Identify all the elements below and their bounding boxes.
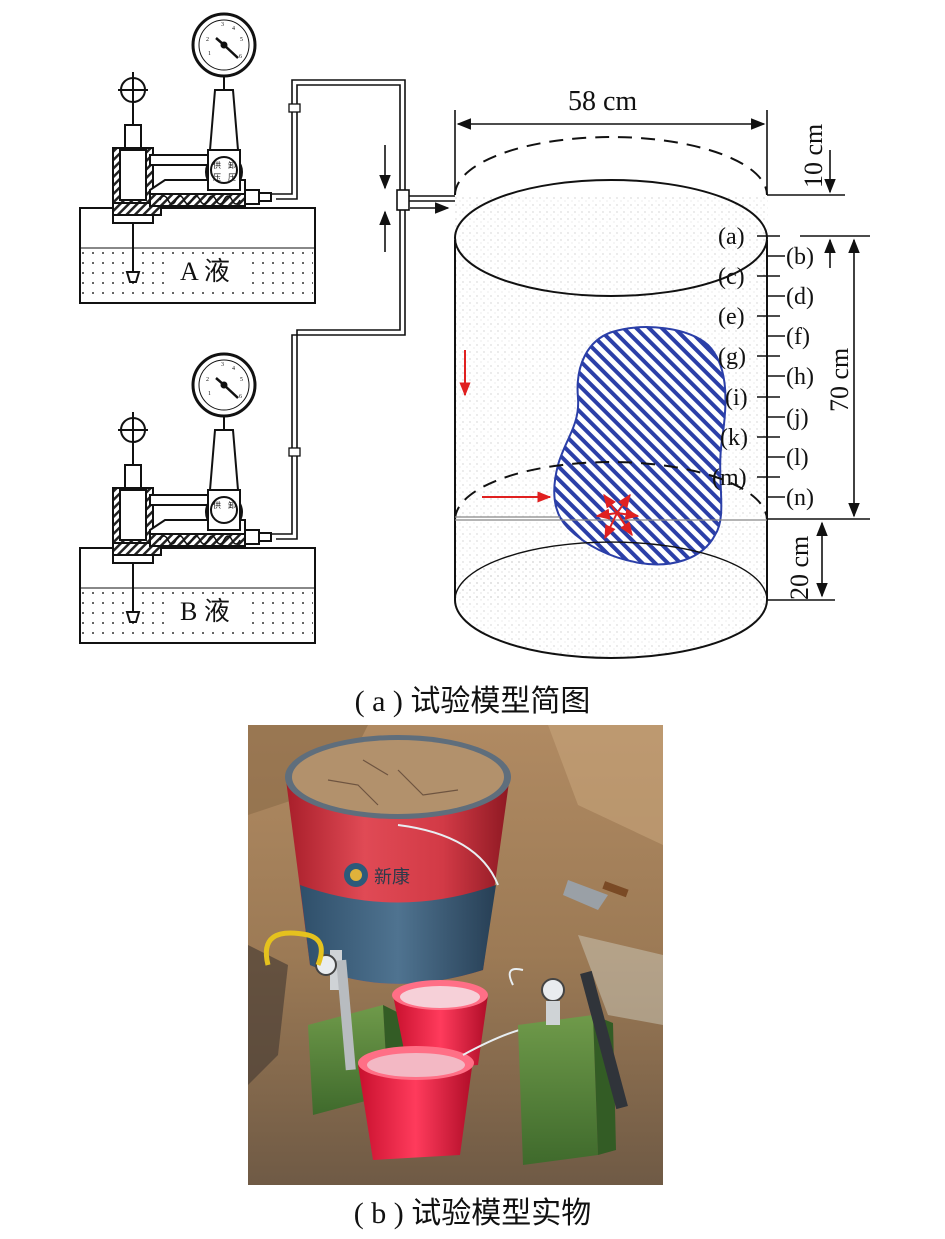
point-m-label: (m)	[712, 465, 747, 491]
point-n-label: (n)	[786, 485, 814, 511]
svg-text:6: 6	[239, 54, 242, 60]
pump-b: 3 45 2 1 6	[79, 352, 316, 644]
caption-b: ( b ) 试验模型实物	[353, 1197, 592, 1230]
mixing-tee	[396, 189, 410, 211]
svg-text:5: 5	[240, 37, 243, 43]
point-h-label: (h)	[786, 364, 814, 390]
point-l-label: (l)	[786, 445, 809, 471]
soil-barrel-photo: 新康	[285, 735, 511, 984]
svg-text:3: 3	[221, 22, 224, 28]
point-c-label: (c)	[718, 264, 745, 290]
gauge-unload-label-b: 卸	[228, 500, 236, 510]
pump-a: 3 45 2 1 6	[79, 12, 316, 304]
svg-text:3: 3	[221, 362, 224, 368]
point-e-label: (e)	[718, 304, 745, 330]
svg-text:1: 1	[208, 391, 211, 397]
caption-a: ( a ) 试验模型简图	[354, 685, 591, 718]
point-g-label: (g)	[718, 344, 746, 370]
grout-pipes	[271, 79, 455, 540]
bottom-gap-dimension-label: 20 cm	[785, 536, 814, 600]
point-b-label: (b)	[786, 244, 814, 270]
gauge-press-label-a2: 压	[228, 173, 236, 182]
buckets-photo	[358, 980, 549, 1160]
svg-text:5: 5	[240, 377, 243, 383]
test-model-photo: 新康	[248, 725, 663, 1185]
svg-text:4: 4	[232, 26, 235, 32]
tank-a-label: A 液	[180, 257, 230, 286]
svg-text:2: 2	[206, 37, 209, 43]
soil-barrel	[454, 136, 785, 659]
dimension-lines	[454, 110, 870, 601]
width-dimension-label: 58 cm	[568, 86, 637, 117]
gauge-supply-label-a: 供	[213, 160, 221, 170]
grout-diffusion-zone	[553, 326, 727, 566]
point-d-label: (d)	[786, 284, 814, 310]
barrel-brand-text: 新康	[374, 867, 410, 888]
zone-height-dimension-label: 70 cm	[825, 348, 854, 412]
point-k-label: (k)	[720, 425, 748, 451]
pump-a-photo	[508, 968, 628, 1165]
gauge-unload-label-a: 卸	[228, 160, 236, 170]
gauge-supply-label-b: 供	[213, 500, 221, 510]
point-f-label: (f)	[786, 324, 810, 350]
gauge-press-label-a: 压	[213, 173, 221, 182]
point-i-label: (i)	[725, 385, 748, 411]
svg-text:6: 6	[239, 394, 242, 400]
point-j-label: (j)	[786, 405, 809, 431]
point-a-label: (a)	[718, 224, 745, 250]
tank-b-label: B 液	[180, 597, 230, 626]
svg-text:4: 4	[232, 366, 235, 372]
top-gap-dimension-label: 10 cm	[799, 124, 828, 188]
svg-text:2: 2	[206, 377, 209, 383]
svg-text:1: 1	[208, 51, 211, 57]
